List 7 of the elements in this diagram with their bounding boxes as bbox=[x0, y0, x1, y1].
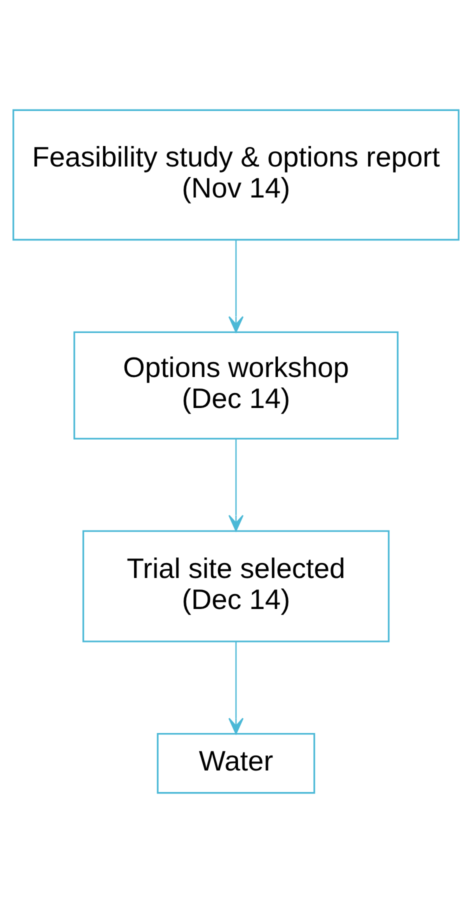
node-box: Trial site selected (Dec 14) bbox=[82, 530, 390, 642]
node-box: Options workshop (Dec 14) bbox=[73, 331, 399, 440]
node-box: Water bbox=[156, 733, 316, 794]
node-box: Feasibility study & options report (Nov 14) bbox=[12, 109, 460, 241]
arrow bbox=[228, 240, 244, 333]
arrow bbox=[228, 642, 244, 734]
arrow bbox=[228, 438, 244, 532]
